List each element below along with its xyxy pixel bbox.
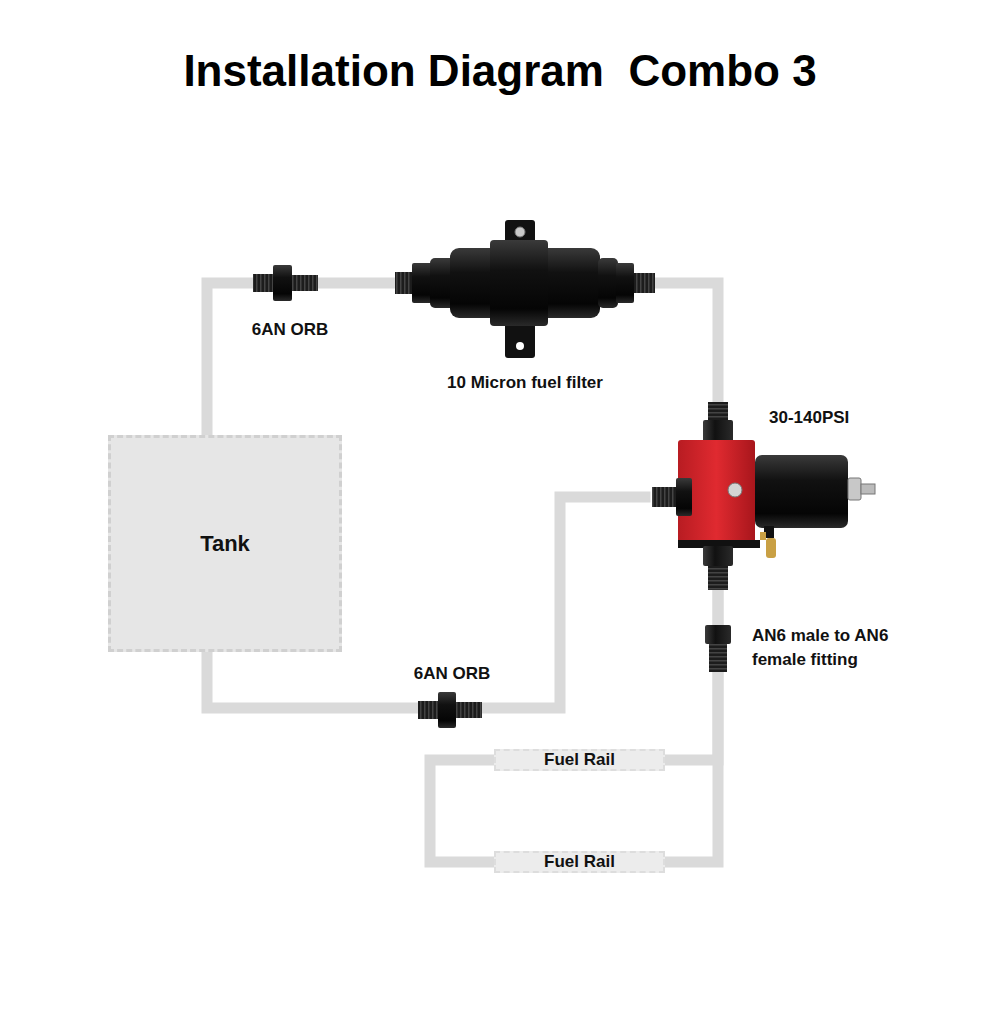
orb-fitting [418,692,482,728]
fuel-line [207,283,390,435]
part-group: 10 Micron fuel filter [390,215,660,397]
node-label: 10 Micron fuel filter [447,373,603,393]
fuel-rail-band: Fuel Rail [494,851,665,873]
tank-box: Tank [108,435,342,652]
fuel-line [430,760,494,862]
node-label: Fuel Rail [544,750,615,770]
fuel-rail-band: Fuel Rail [494,749,665,771]
fuel-line [665,595,718,760]
fuel-line [660,283,718,398]
node-label: 30-140PSI [769,408,849,428]
diagram-title: Installation Diagram Combo 3 [0,46,1000,96]
fuel-pressure-regulator [652,402,875,590]
node-label: Tank [200,531,250,557]
part-group: 30-140PSI [645,398,880,595]
an6-adapter [705,625,731,672]
fuel-filter [395,220,655,358]
node-label: Fuel Rail [544,852,615,872]
part-label: 6AN ORB [402,662,502,686]
orb-fitting [253,265,318,301]
part-label: 6AN ORB [240,318,340,342]
part-label: AN6 male to AN6 female fitting [752,624,942,672]
